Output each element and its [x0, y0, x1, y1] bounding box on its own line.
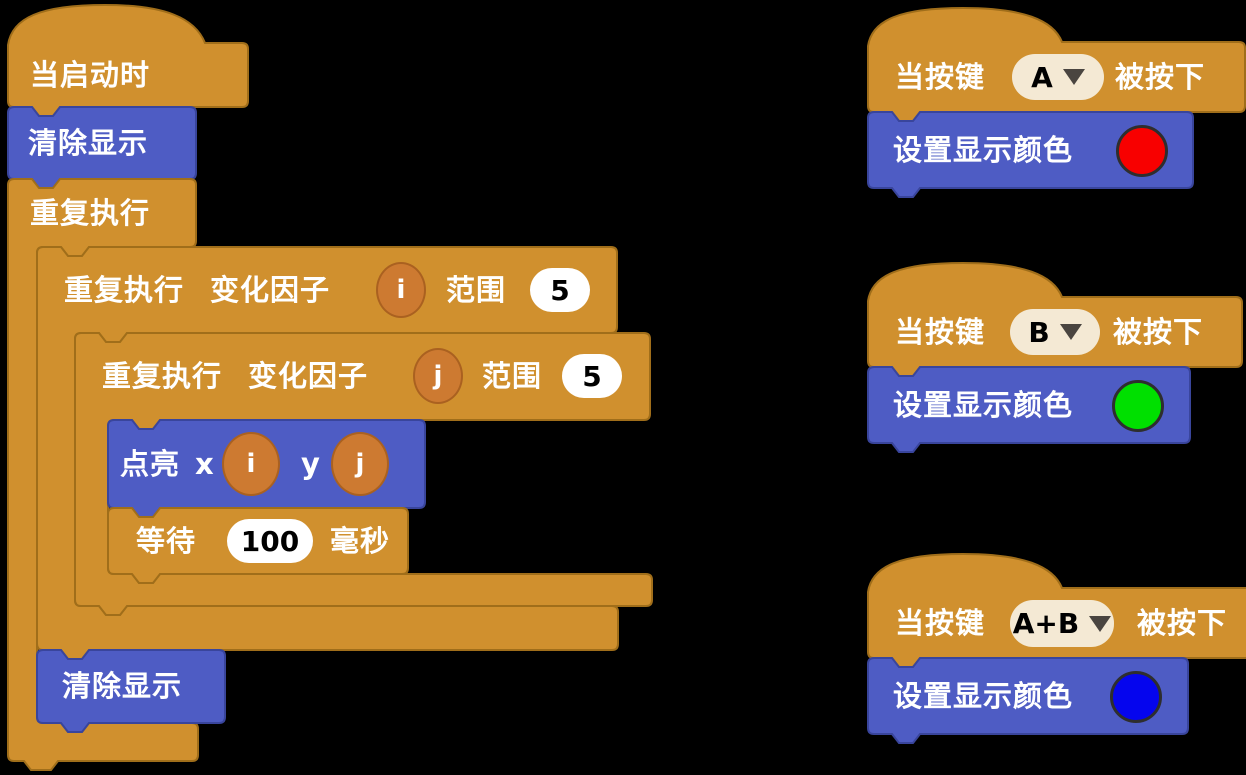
loop-j-variable: j [433, 361, 443, 391]
key-ab-dropdown[interactable]: A+B [1010, 600, 1114, 647]
hat-ab-suffix-label: 被按下 [1137, 606, 1228, 640]
set-color-a-label: 设置显示颜色 [893, 133, 1074, 167]
dropdown-arrow-icon [1059, 324, 1082, 340]
light-x-label: x [195, 447, 215, 481]
hat-ab-prefix-label: 当按键 [895, 606, 986, 640]
loop-j-factor-label: 变化因子 [248, 359, 369, 393]
set-display-color-ab-block[interactable] [867, 657, 1189, 744]
color-swatch-blue[interactable] [1110, 671, 1162, 723]
clear-top-label: 清除显示 [28, 126, 149, 160]
set-color-b-label: 设置显示颜色 [893, 388, 1074, 422]
loop-i-range-value: 5 [550, 273, 570, 307]
wait-label: 等待 [136, 524, 197, 558]
loop-j-label: 重复执行 [102, 359, 223, 393]
hat-a-prefix-label: 当按键 [895, 60, 986, 94]
color-swatch-red[interactable] [1116, 125, 1168, 177]
loop-i-range-label: 范围 [446, 273, 507, 307]
loop-j-range-value: 5 [582, 359, 602, 393]
key-b-dropdown-value: B [1028, 315, 1050, 349]
forever-label: 重复执行 [30, 196, 151, 230]
loop-i-factor-label: 变化因子 [210, 273, 331, 307]
loop-i-variable-oval[interactable]: i [376, 262, 426, 318]
key-a-dropdown[interactable]: A [1012, 54, 1104, 100]
set-display-color-b-block[interactable] [867, 366, 1191, 453]
color-swatch-green[interactable] [1112, 380, 1164, 432]
loop-i-variable: i [396, 275, 406, 305]
clear-display-bottom-block[interactable] [36, 649, 226, 733]
light-y-variable-oval[interactable]: j [331, 432, 389, 496]
light-y-variable: j [355, 449, 365, 479]
wait-unit-label: 毫秒 [330, 524, 391, 558]
set-display-color-a-block[interactable] [867, 111, 1194, 198]
key-b-dropdown[interactable]: B [1010, 309, 1100, 355]
light-x-variable: i [246, 449, 256, 479]
hat-b-suffix-label: 被按下 [1113, 315, 1204, 349]
clear-bottom-label: 清除显示 [62, 669, 183, 703]
loop-j-range-input[interactable]: 5 [562, 354, 622, 398]
loop-j-variable-oval[interactable]: j [413, 348, 463, 404]
hat-b-prefix-label: 当按键 [895, 315, 986, 349]
hat-start-label: 当启动时 [30, 58, 151, 92]
loop-j-range-label: 范围 [482, 359, 543, 393]
key-ab-dropdown-value: A+B [1012, 607, 1080, 640]
hat-a-suffix-label: 被按下 [1115, 60, 1206, 94]
light-y-label: y [301, 447, 321, 481]
loop-i-range-input[interactable]: 5 [530, 268, 590, 312]
light-label: 点亮 [120, 447, 181, 481]
key-a-dropdown-value: A [1031, 60, 1053, 94]
dropdown-arrow-icon [1089, 615, 1112, 632]
loop-i-label: 重复执行 [64, 273, 185, 307]
wait-ms-input[interactable]: 100 [227, 519, 313, 563]
light-x-variable-oval[interactable]: i [222, 432, 280, 496]
wait-ms-value: 100 [240, 524, 300, 558]
set-color-ab-label: 设置显示颜色 [893, 679, 1074, 713]
dropdown-arrow-icon [1062, 69, 1085, 85]
